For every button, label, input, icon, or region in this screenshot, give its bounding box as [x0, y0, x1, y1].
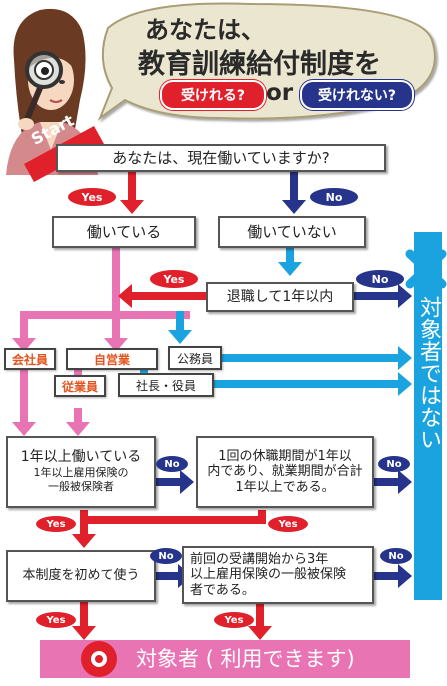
yes-badge: Yes: [268, 516, 308, 532]
yes-badge: Yes: [150, 270, 198, 288]
not-working-box: 働いていない: [218, 216, 366, 248]
yes-badge: Yes: [214, 612, 254, 628]
self-employed-box: 自営業: [66, 348, 158, 370]
no-badge: No: [378, 456, 410, 472]
working-box: 働いている: [52, 216, 196, 248]
work-one-year-box: 1年以上働いている 1年以上雇用保険の 一般被保険者: [6, 436, 156, 508]
no-badge: No: [310, 188, 358, 206]
circle-icon: [81, 641, 117, 677]
or-text: or: [266, 80, 294, 106]
prev-line2: 以上雇用保険の一般被保険: [190, 567, 347, 583]
not-eligible-bar: [414, 232, 442, 600]
yes-badge: Yes: [36, 612, 76, 628]
president-officer-box: 社長・役員: [118, 373, 214, 397]
leave-line3: 1年以上である。: [235, 479, 335, 495]
yes-badge: Yes: [36, 516, 76, 532]
work-one-year-note: 1年以上雇用保険の 一般被保険者: [34, 466, 129, 495]
badge-cannot-receive: 受けれない?: [300, 80, 414, 110]
retired-box: 退職して1年以内: [206, 282, 354, 312]
leave-period-box: 1回の休職期間が1年以 内であり、就業期間が合計 1年以上である。: [196, 436, 374, 508]
prev-line1: 前回の受講開始から3年: [190, 551, 329, 567]
yes-badge: Yes: [68, 188, 116, 206]
leave-line2: 内であり、就業期間が合計: [207, 464, 363, 480]
work-one-year-note-line2: 一般被保険者: [48, 480, 114, 494]
prev-line3: 者である。: [190, 582, 255, 598]
no-badge: No: [150, 548, 182, 564]
no-badge: No: [380, 548, 412, 564]
previous-course-box: 前回の受講開始から3年 以上雇用保険の一般被保険 者である。: [182, 546, 374, 604]
leave-line1: 1回の休職期間が1年以: [218, 448, 352, 464]
not-eligible-label: 対象者ではない: [416, 296, 441, 450]
badge-can-receive: 受けれる?: [160, 80, 266, 110]
header-line1: あなたは、: [145, 16, 265, 44]
x-mark-icon: [405, 249, 447, 289]
first-time-box: 本制度を初めて使う: [6, 550, 156, 602]
company-employee-box: 会社員: [4, 348, 56, 370]
work-one-year-title: 1年以上働いている: [20, 449, 142, 466]
no-badge: No: [156, 456, 188, 472]
eligible-label: 対象者 ( 利用できます): [136, 647, 355, 671]
header-line2: 教育訓練給付制度を: [138, 49, 381, 80]
public-servant-box: 公務員: [168, 346, 222, 370]
question-working-box: あなたは、現在働いていますか?: [56, 144, 386, 172]
employee-box: 従業員: [54, 375, 106, 397]
work-one-year-note-line1: 1年以上雇用保険の: [33, 466, 129, 480]
no-badge: No: [356, 270, 404, 288]
